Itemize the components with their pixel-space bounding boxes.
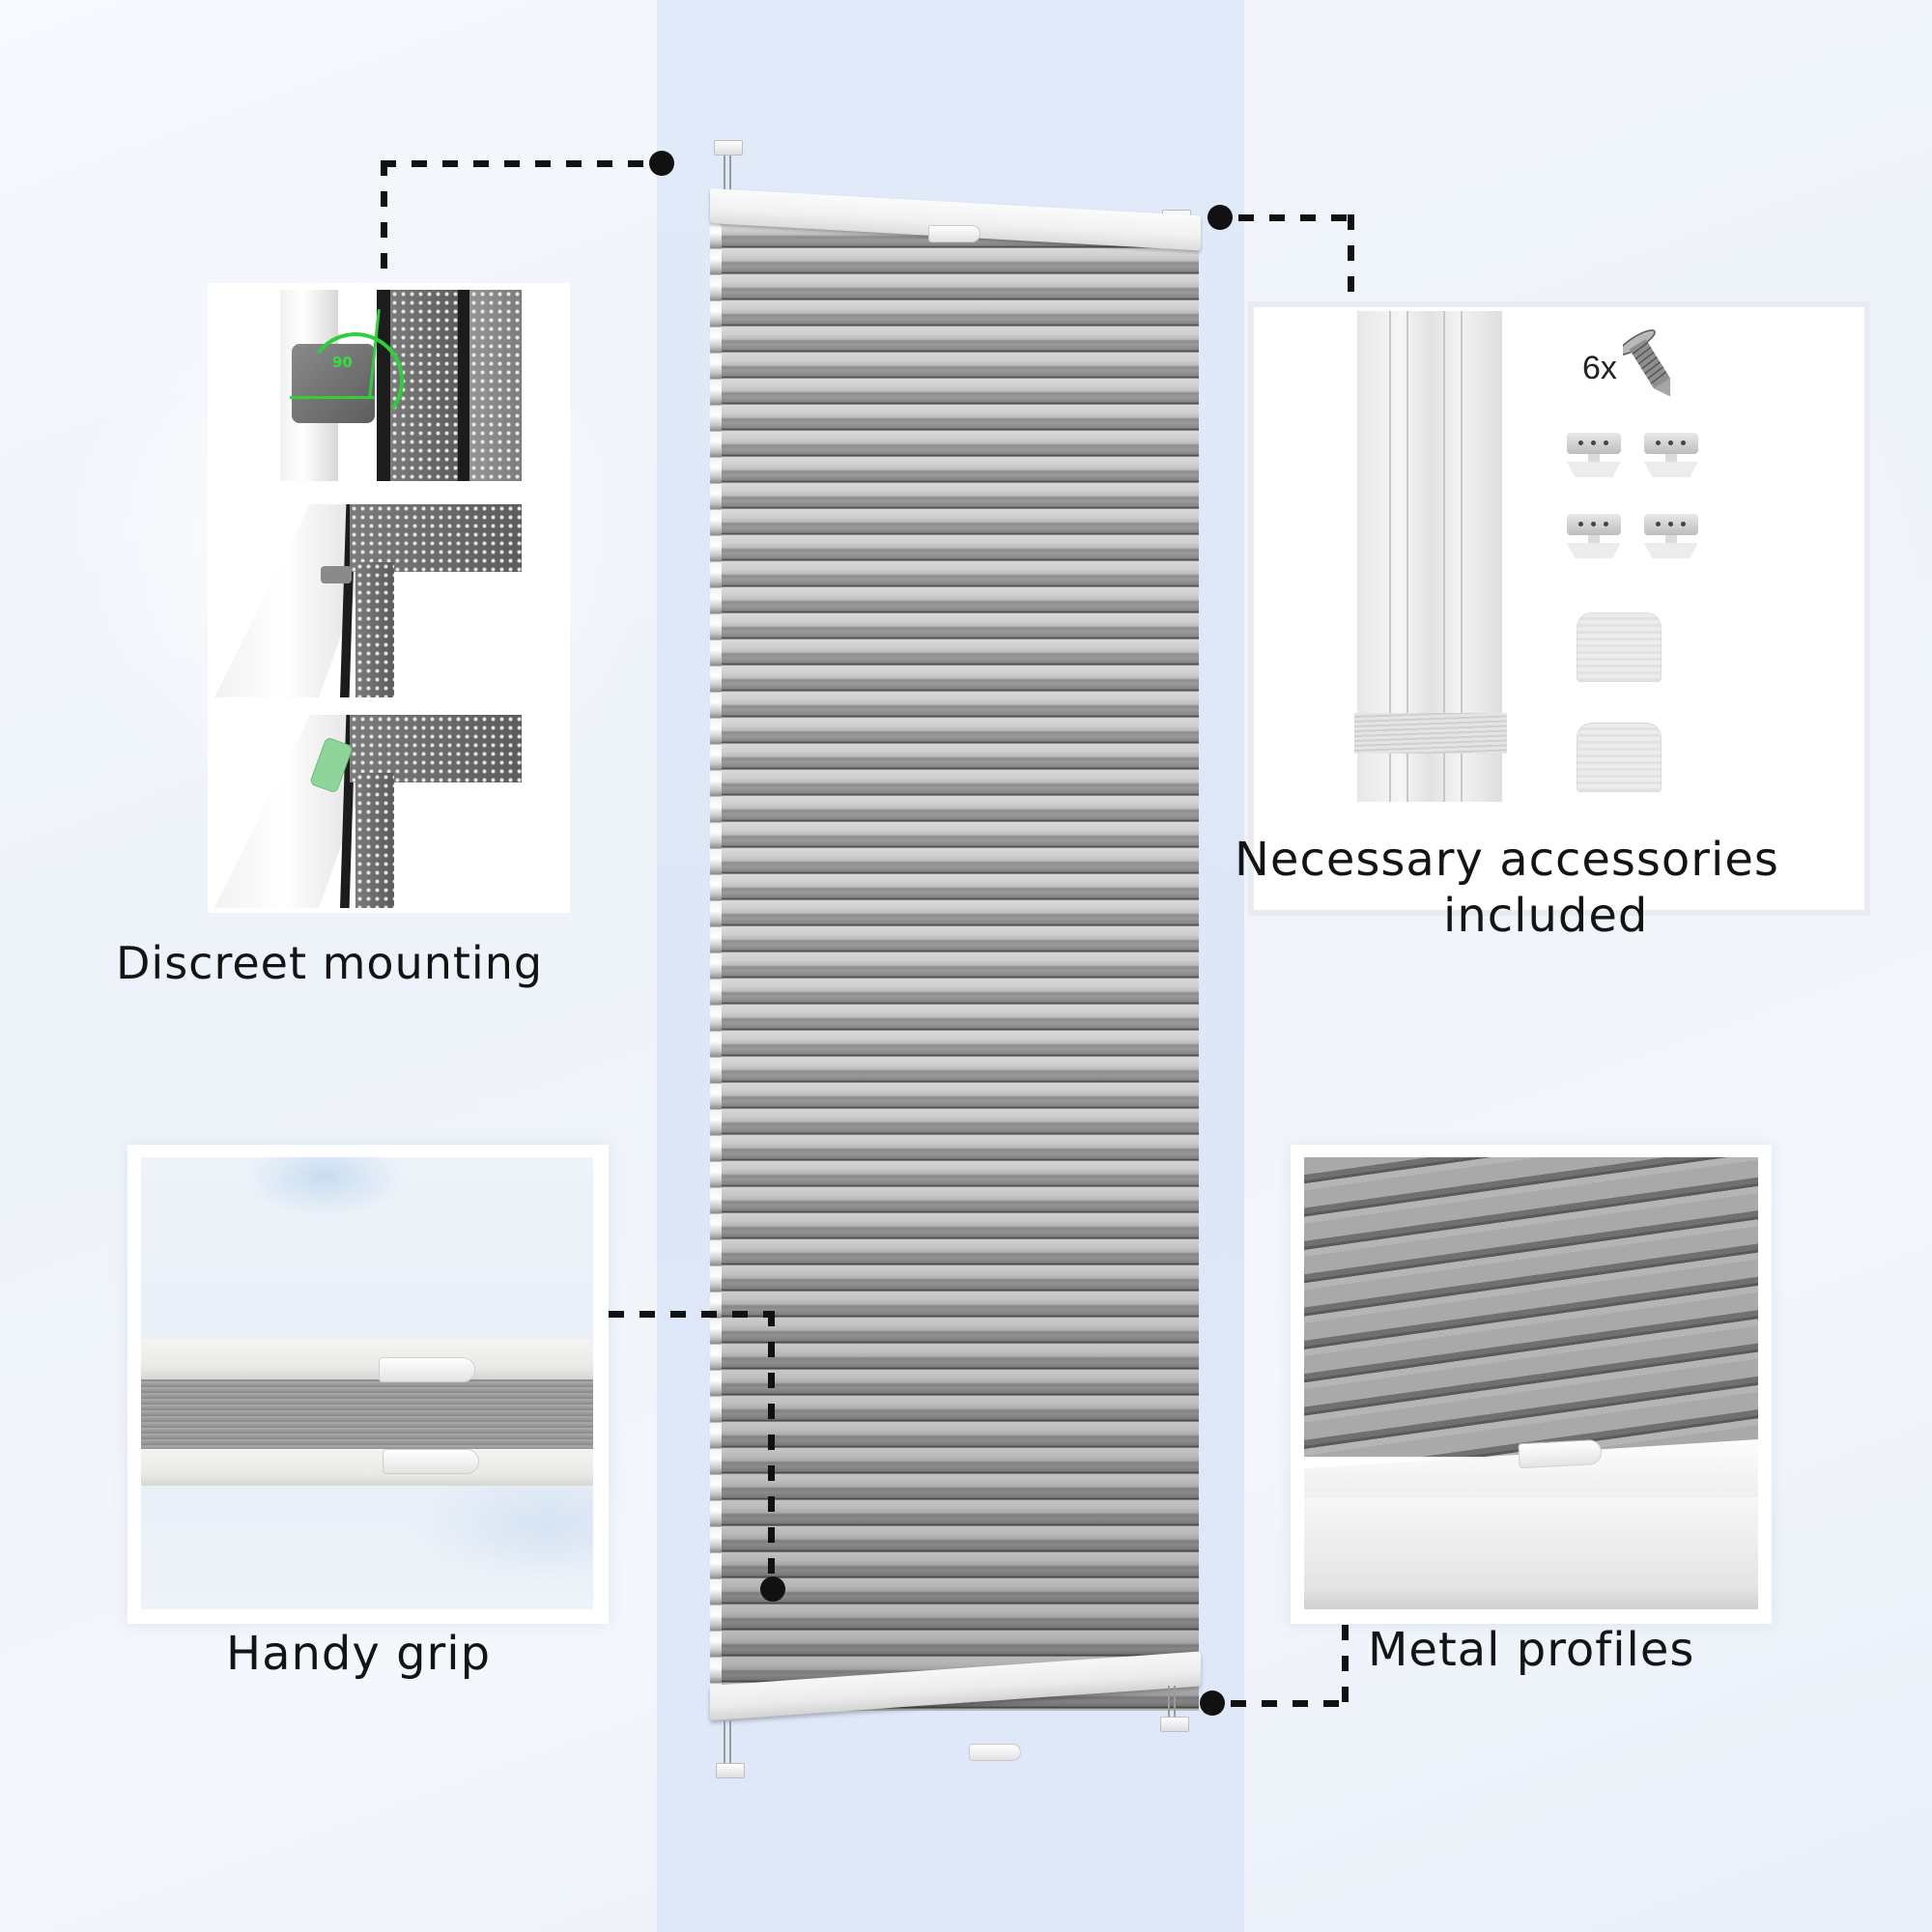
feature-label-profiles: Metal profiles — [1368, 1623, 1695, 1677]
mounting-image-clip — [214, 715, 522, 908]
profiles-image-fabric — [1304, 1157, 1758, 1457]
connector-dot — [760, 1577, 785, 1602]
profile-groove — [1389, 311, 1391, 802]
connector-line — [381, 160, 387, 281]
tension-cord — [1168, 1686, 1170, 1720]
mounting-clip-part — [1644, 514, 1698, 560]
grip-image-lower-rail — [141, 1449, 593, 1486]
feature-label-grip: Handy grip — [226, 1627, 492, 1681]
pleated-fabric — [716, 223, 1199, 1711]
connector-dot — [649, 151, 674, 176]
profiles-image-handle — [1518, 1438, 1603, 1469]
profile-groove — [1461, 311, 1463, 802]
top-left-bracket — [714, 140, 743, 156]
top-grip-handle[interactable] — [928, 225, 980, 242]
connector-line — [1238, 214, 1354, 221]
connector-line — [1348, 214, 1354, 299]
connector-dot — [1208, 205, 1233, 230]
feature-label-accessories-line1: Necessary accessories — [1235, 833, 1779, 887]
grip-image-lower-handle — [383, 1449, 479, 1474]
tension-cord — [724, 156, 725, 196]
mounting-clip-part — [1567, 433, 1621, 479]
connector-line — [609, 1311, 775, 1318]
grip-image-upper-rail — [141, 1339, 593, 1379]
screw-icon — [1623, 329, 1671, 397]
grip-end-cap — [1577, 612, 1662, 682]
profiles-image-frame — [1304, 1497, 1758, 1609]
mounting-clip-part — [1567, 514, 1621, 560]
screw-count: 6x — [1582, 350, 1617, 386]
grip-end-cap — [1577, 723, 1662, 792]
profile-groove — [1443, 311, 1445, 802]
profile-groove — [1406, 311, 1408, 802]
mounting-image-screw — [214, 504, 522, 697]
mounting-clip — [292, 344, 375, 423]
bottom-left-bracket — [716, 1763, 745, 1778]
screw-plate — [321, 566, 352, 583]
bottom-right-bracket — [1160, 1717, 1189, 1732]
accessories-panel — [1248, 301, 1870, 916]
connector-line — [1231, 1700, 1349, 1707]
pleated-blind — [710, 140, 1203, 1802]
connector-line — [381, 160, 661, 167]
pleat-edge — [710, 223, 722, 1711]
mounting-clip-part — [1644, 433, 1698, 479]
angle-line — [290, 396, 375, 399]
grip-image-fabric — [141, 1379, 593, 1449]
feature-label-accessories-line2: included — [1443, 889, 1649, 943]
tension-cord — [724, 1720, 725, 1765]
bottom-grip-handle[interactable] — [969, 1744, 1021, 1761]
mounting-image-angle: 90 — [280, 290, 522, 481]
feature-label-mounting: Discreet mounting — [116, 937, 544, 989]
grip-image-upper-handle — [379, 1357, 475, 1382]
connector-dot — [1200, 1690, 1225, 1716]
fabric-shading — [716, 223, 1199, 1711]
connector-line — [1342, 1625, 1349, 1707]
tension-cord — [729, 156, 731, 196]
tension-cord — [729, 1720, 731, 1765]
cord-wrap — [1354, 713, 1507, 753]
angle-label: 90 — [332, 354, 353, 371]
tension-cord — [1174, 1686, 1176, 1720]
connector-line — [768, 1311, 775, 1577]
